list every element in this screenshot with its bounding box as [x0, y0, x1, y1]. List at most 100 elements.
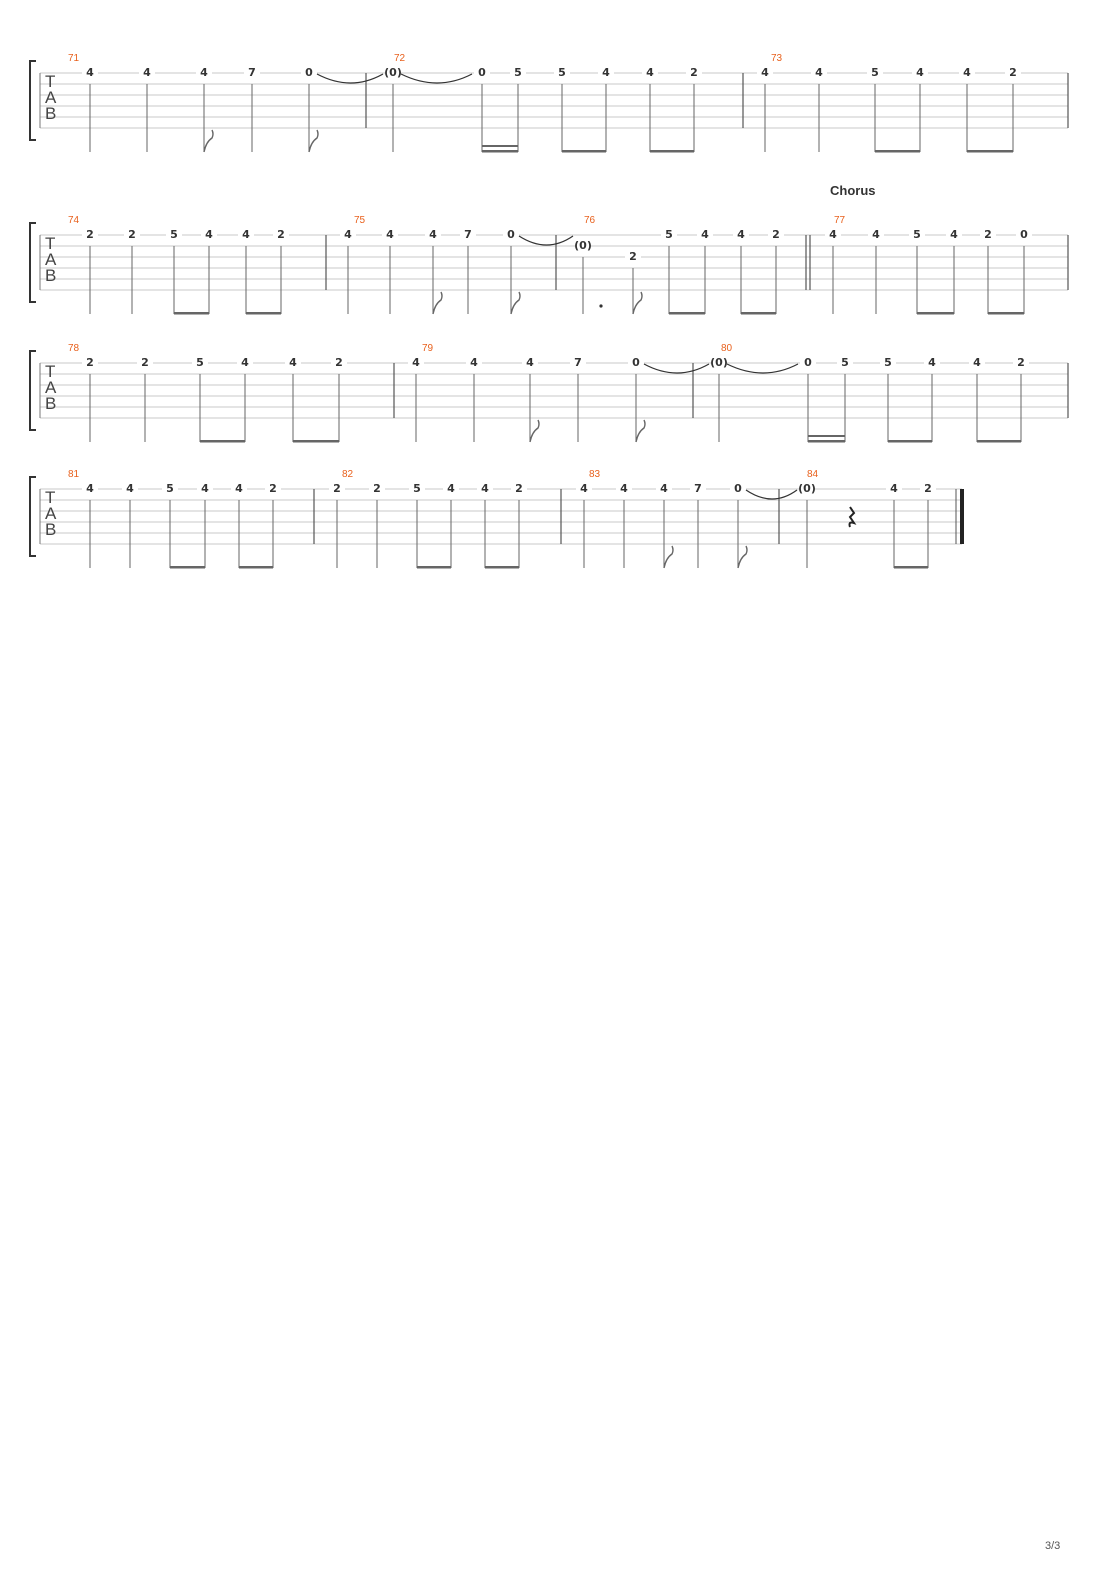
fret-number: 4 [580, 482, 588, 495]
fret-number: 2 [515, 482, 523, 495]
fret-number: 5 [558, 66, 566, 79]
fret-number: (0) [710, 356, 728, 369]
fret-number: 4 [890, 482, 898, 495]
fret-number: 5 [871, 66, 879, 79]
tie [726, 363, 799, 374]
fret-number: 4 [126, 482, 134, 495]
fret-mask [162, 483, 178, 495]
fret-mask [1016, 229, 1032, 241]
fret-mask [82, 483, 98, 495]
fret-number: 7 [574, 356, 582, 369]
measure-number: 74 [68, 215, 80, 226]
fret-number: 4 [344, 228, 352, 241]
fret-mask [868, 229, 884, 241]
fret-number: 7 [248, 66, 256, 79]
fret-number: 2 [772, 228, 780, 241]
fret-number: 2 [277, 228, 285, 241]
beam [485, 566, 519, 569]
fret-mask [711, 357, 727, 369]
fret-mask [477, 483, 493, 495]
fret-mask [522, 357, 538, 369]
fret-number: 4 [412, 356, 420, 369]
tab-clef-letter: B [45, 266, 56, 285]
fret-number: 4 [201, 482, 209, 495]
fret-mask [757, 67, 773, 79]
tie [316, 73, 384, 84]
fret-mask [575, 240, 591, 252]
eighth-flag [663, 545, 674, 569]
measure-number: 82 [342, 469, 354, 480]
fret-mask [924, 357, 940, 369]
fret-mask [466, 357, 482, 369]
beam [988, 312, 1024, 315]
fret-mask [837, 357, 853, 369]
fret-mask [231, 483, 247, 495]
fret-number: 5 [166, 482, 174, 495]
fret-mask [273, 229, 289, 241]
tab-clef-letter: A [45, 504, 57, 523]
system-bracket [29, 476, 36, 557]
measure-number: 83 [589, 469, 601, 480]
fret-mask [554, 67, 570, 79]
measure-number: 77 [834, 215, 846, 226]
fret-number: 5 [665, 228, 673, 241]
fret-mask [799, 483, 815, 495]
tie [400, 73, 473, 84]
beam [967, 150, 1013, 153]
measure-number: 73 [771, 53, 783, 64]
fret-number: 2 [984, 228, 992, 241]
fret-mask [510, 67, 526, 79]
beam-secondary [482, 145, 518, 147]
fret-mask [909, 229, 925, 241]
fret-number: 0 [478, 66, 486, 79]
page-number: 3/3 [1045, 1540, 1061, 1552]
beam [417, 566, 451, 569]
measure-number: 71 [68, 53, 80, 64]
beam [669, 312, 705, 315]
fret-number: 5 [514, 66, 522, 79]
measure-number: 81 [68, 469, 80, 480]
fret-mask [946, 229, 962, 241]
fret-mask [201, 229, 217, 241]
fret-mask [82, 67, 98, 79]
fret-mask [980, 229, 996, 241]
fret-mask [690, 483, 706, 495]
fret-mask [511, 483, 527, 495]
eighth-flag [529, 419, 540, 443]
fret-number: 2 [141, 356, 149, 369]
fret-number: 4 [200, 66, 208, 79]
fret-mask [301, 67, 317, 79]
fret-number: 4 [386, 228, 394, 241]
fret-mask [867, 67, 883, 79]
fret-number: 4 [470, 356, 478, 369]
fret-mask [959, 67, 975, 79]
measure-number: 84 [807, 469, 819, 480]
fret-number: 4 [602, 66, 610, 79]
fret-number: 5 [884, 356, 892, 369]
fret-mask [425, 229, 441, 241]
fret-mask [886, 483, 902, 495]
fret-number: 0 [305, 66, 313, 79]
fret-number: 2 [1009, 66, 1017, 79]
fret-number: 5 [196, 356, 204, 369]
eighth-flag [308, 129, 319, 153]
tab-clef-letter: B [45, 394, 56, 413]
fret-number: 4 [973, 356, 981, 369]
beam [894, 566, 928, 569]
fret-number: 2 [86, 356, 94, 369]
fret-mask [686, 67, 702, 79]
fret-mask [730, 483, 746, 495]
fret-number: 4 [620, 482, 628, 495]
eighth-flag [203, 129, 214, 153]
fret-number: 4 [242, 228, 250, 241]
fret-mask [628, 357, 644, 369]
fret-number: 4 [205, 228, 213, 241]
fret-mask [912, 67, 928, 79]
fret-mask [137, 357, 153, 369]
tab-clef-letter: A [45, 378, 57, 397]
beam [808, 440, 845, 443]
section-label: Chorus [830, 183, 876, 198]
fret-number: 5 [170, 228, 178, 241]
